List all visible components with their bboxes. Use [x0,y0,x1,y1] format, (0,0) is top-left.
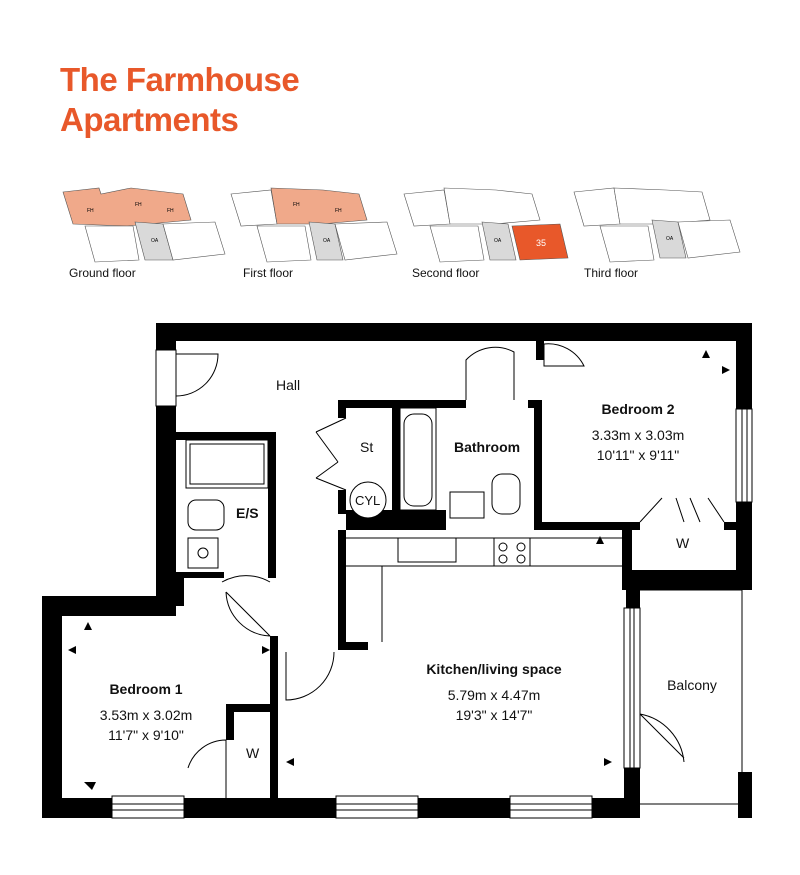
door-bedroom1 [225,591,271,637]
doors [175,343,725,798]
room-labels: Hall St CYL Bathroom E/S Bedroom 2 3.33m… [100,377,717,761]
door-bathroom [465,346,515,400]
window-living-1 [335,795,419,819]
cylinder-circle [349,481,387,519]
label-store: St [360,439,373,455]
key-plan-ground-floor-drawing: FH FH FH OA [62,187,226,263]
kitchen-metric: 5.79m x 4.47m [448,687,541,703]
walls [42,323,752,818]
ensuite-toilet [187,499,225,531]
door-entrance [175,353,219,397]
kp-second-unit-35: 35 [536,238,546,248]
key-plans: FH FH FH OA Ground floor FH FH OA First … [55,180,775,290]
window-bedroom1 [111,795,185,819]
key-plan-third-floor-drawing: OA [573,187,741,263]
door-ensuite [221,575,271,583]
kp-second-tag-1: OA [494,238,502,244]
label-balcony: Balcony [667,677,717,693]
title-line-2: Apartments [60,101,239,138]
dimension-arrows [68,350,730,790]
kp-first-tag-2: FH [335,208,342,214]
balcony-door-frame [623,607,641,769]
fixtures [185,407,622,642]
window-living-2 [509,795,593,819]
key-plan-label: First floor [243,266,294,280]
key-plan-label: Ground floor [69,266,136,280]
label-kitchen: Kitchen/living space [426,661,562,677]
bedroom1-imperial: 11'7" x 9'10" [108,727,184,743]
key-plan-second-floor-drawing: OA 35 [403,187,569,263]
door-balcony [639,713,685,763]
bedroom2-imperial: 10'11" x 9'11" [597,447,680,463]
door-bedroom2 [543,343,585,367]
kitchen-hob [493,537,531,567]
key-plan-first-floor: FH FH OA First floor [227,180,407,290]
bedroom2-metric: 3.33m x 3.03m [592,427,685,443]
kp-first-tag-3: OA [323,238,331,244]
kp-first-tag-1: FH [293,202,300,208]
key-plan-label: Second floor [412,266,480,280]
windows [111,349,753,819]
balcony-outline [640,589,752,818]
page-title: The Farmhouse Apartments [60,60,300,140]
kitchen-imperial: 19'3" x 14'7" [456,707,533,723]
label-wardrobe1: W [246,745,260,761]
key-plan-label: Third floor [584,266,639,280]
label-bedroom2: Bedroom 2 [601,401,674,417]
label-ensuite: E/S [236,505,259,521]
label-wardrobe2: W [676,535,690,551]
key-plan-second-floor: OA 35 Second floor [400,180,580,290]
doors-wardrobe2 [639,497,725,523]
kp-ground-tag-4: OA [151,238,159,244]
kp-third-tag-1: OA [666,236,674,242]
label-bathroom: Bathroom [454,439,520,455]
kp-ground-tag-2: FH [135,202,142,208]
key-plan-third-floor: OA Third floor [570,180,750,290]
bathroom-toilet [491,473,521,515]
entrance-frame [155,349,177,407]
kp-ground-tag-3: FH [167,208,174,214]
title-line-1: The Farmhouse [60,61,300,98]
key-plan-ground-floor: FH FH FH OA Ground floor [55,180,235,290]
kitchen-sink [397,537,457,563]
bathroom-basin [449,491,485,519]
bedroom1-metric: 3.53m x 3.02m [100,707,193,723]
key-plan-first-floor-drawing: FH FH OA [230,187,398,263]
window-bedroom2 [735,408,753,503]
label-bedroom1: Bedroom 1 [109,681,182,697]
door-wardrobe1 [187,739,227,798]
kp-ground-tag-1: FH [87,208,94,214]
door-kitchen [285,651,335,701]
label-hall: Hall [276,377,300,393]
doors-store [315,417,347,491]
label-cylinder: CYL [355,493,380,508]
